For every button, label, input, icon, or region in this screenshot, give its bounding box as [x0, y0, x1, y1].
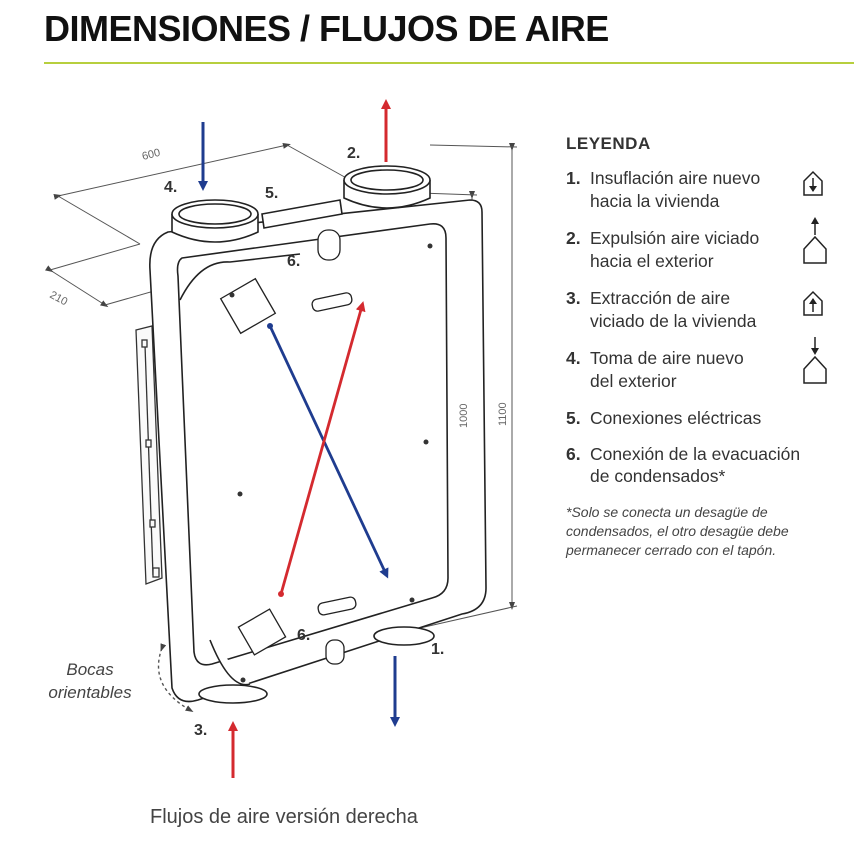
legend-footnote: *Solo se conecta un desagüe de condensad… — [566, 503, 789, 558]
wall-bracket — [135, 325, 163, 585]
panel-screws — [229, 243, 433, 683]
callout-2: 2. — [347, 145, 360, 162]
unit-body — [149, 199, 487, 703]
legend-item-5: 5. Conexiones eléctricas — [566, 408, 762, 428]
callout-4: 4. — [164, 179, 177, 196]
callout-3: 3. — [194, 722, 207, 739]
house-arrow-up-inside-icon — [803, 290, 823, 316]
diagram-caption: Flujos de aire versión derecha — [150, 806, 418, 828]
house-arrow-down-inside-icon — [803, 170, 823, 196]
title-underline — [44, 62, 854, 64]
orientable-outlets-label: Bocas orientables — [48, 660, 132, 702]
bottom-ports — [198, 626, 435, 704]
dim-height-total-label: 1100 — [497, 402, 509, 426]
flow-start-red — [278, 591, 284, 597]
flow-line-blue — [268, 325, 389, 579]
dim-height-body-label: 1000 — [458, 404, 470, 428]
callout-6-bottom: 6. — [297, 627, 310, 644]
dim-width-label: 600 — [141, 147, 162, 163]
house-arrow-down-outside-icon — [803, 337, 827, 384]
unit-diagram: 600 210 1000 1100 2. 4. 5. 6. 6. 1. 3. — [45, 99, 518, 778]
callout-6-top: 6. — [287, 253, 300, 270]
panel-details — [219, 229, 357, 665]
legend-heading: LEYENDA — [566, 134, 651, 153]
flow-start-blue — [267, 323, 273, 329]
callout-5: 5. — [265, 185, 278, 202]
page-title: DIMENSIONES / FLUJOS DE AIRE — [44, 8, 609, 49]
dim-depth-label: 210 — [48, 289, 70, 308]
callout-1: 1. — [431, 641, 444, 658]
top-ports — [171, 165, 431, 243]
house-arrow-up-outside-icon — [803, 217, 827, 264]
flow-line-red — [279, 301, 366, 595]
orientable-outlets-arrow — [157, 643, 194, 712]
